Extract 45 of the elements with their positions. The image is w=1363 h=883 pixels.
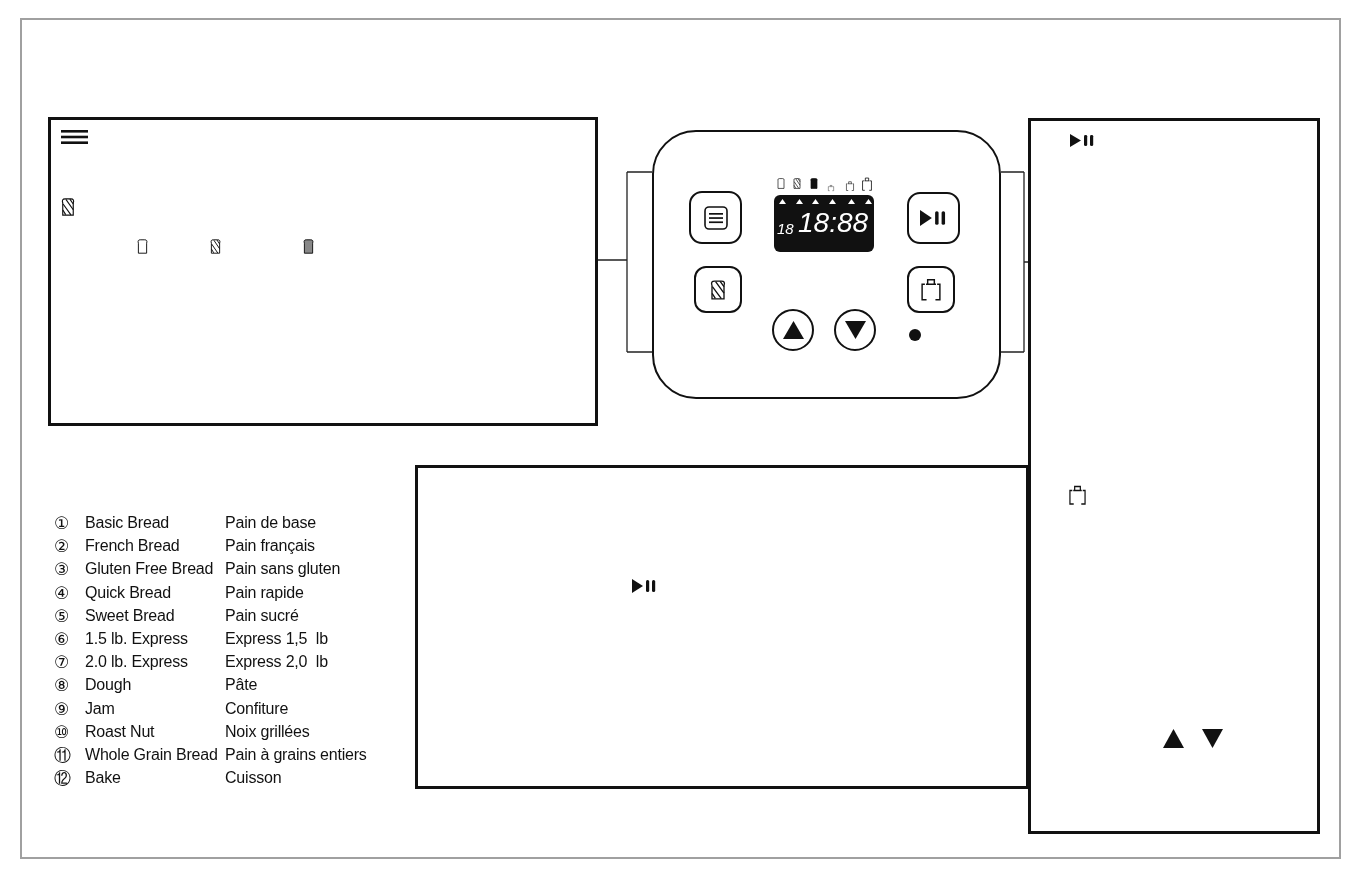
program-name: Pain sucré — [225, 607, 299, 624]
callout-number: ① — [54, 515, 70, 532]
program-name: Pain sans gluten — [225, 561, 341, 578]
program-name: Pain français — [225, 538, 315, 555]
program-name: Sweet Bread — [85, 607, 175, 624]
program-name: Pain rapide — [225, 584, 304, 601]
program-name: Confiture — [225, 700, 289, 717]
program-name: Bake — [85, 770, 121, 787]
callout-number: ② — [54, 538, 70, 556]
display-digits: 18:88 — [798, 209, 869, 237]
program-name: Express 1,5 lb — [225, 631, 328, 647]
program-name: Noix grillées — [225, 723, 310, 740]
callout-number: ③ — [54, 561, 70, 579]
callout-number: ⑧ — [54, 677, 70, 695]
program-name: 2.0 lb. Express — [85, 654, 188, 671]
program-name: Gluten Free Bread — [85, 561, 214, 578]
program-name: Pain de base — [225, 515, 316, 531]
program-name: Jam — [85, 700, 115, 717]
program-name: Quick Bread — [85, 584, 171, 601]
callout-number: ⑨ — [54, 700, 70, 718]
program-name: Cuisson — [225, 770, 282, 787]
callout-number: ⑫ — [54, 770, 71, 788]
callout-number: ⑥ — [54, 631, 70, 648]
program-name: Pâte — [225, 677, 258, 694]
program-name: Roast Nut — [85, 723, 155, 740]
display-digits: 18 — [777, 221, 794, 236]
callout-number: ⑩ — [54, 723, 70, 741]
leader-line — [1000, 171, 1029, 353]
callout-number: ⑦ — [54, 654, 70, 672]
program-name: Express 2,0 lb — [225, 654, 328, 671]
program-name: 1.5 lb. Express — [85, 631, 188, 647]
program-name: Whole Grain Bread — [85, 747, 218, 763]
leader-line — [597, 171, 653, 353]
callout-box — [415, 465, 1029, 789]
program-name: Basic Bread — [85, 515, 170, 531]
program-name: French Bread — [85, 538, 180, 555]
callout-box — [1028, 118, 1320, 834]
program-name: Pain à grains entiers — [225, 747, 367, 763]
callout-number: ⑤ — [54, 607, 70, 625]
program-name: Dough — [85, 677, 132, 694]
callout-box — [48, 117, 598, 426]
control-panel — [652, 130, 1001, 399]
callout-number: ④ — [54, 584, 70, 602]
lcd-display — [774, 195, 874, 252]
callout-number: ⑪ — [54, 747, 71, 764]
